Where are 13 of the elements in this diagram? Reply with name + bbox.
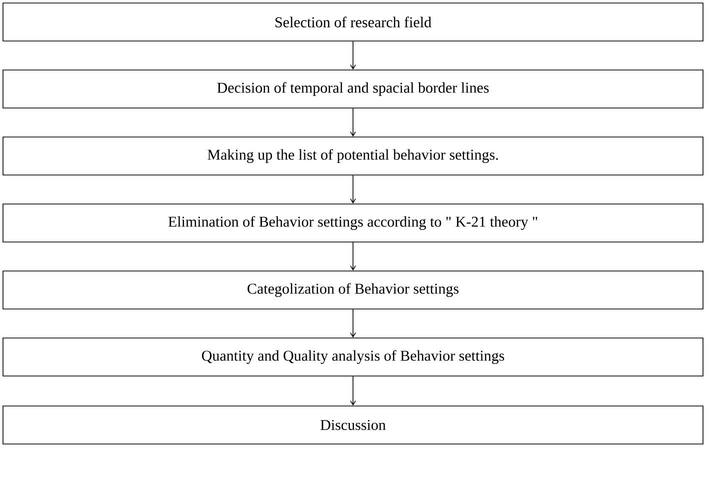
process-box: Discussion: [2, 406, 704, 444]
arrow: [350, 41, 356, 70]
process-box: Categolization of Behavior settings: [2, 270, 704, 310]
arrow: [350, 242, 356, 271]
process-box: Quantity and Quality analysis of Behavior settings: [2, 338, 704, 376]
process-box: Selection of research field: [2, 2, 704, 42]
arrow: [350, 376, 356, 406]
process-box: Elimination of Behavior settings according to " K-21 theory ": [2, 204, 704, 242]
arrow: [350, 175, 356, 204]
process-box: Making up the list of potential behavior settings.: [2, 136, 704, 176]
process-box: Decision of temporal and spacial border lines: [2, 70, 704, 108]
arrow: [350, 108, 356, 137]
arrow: [350, 309, 356, 338]
